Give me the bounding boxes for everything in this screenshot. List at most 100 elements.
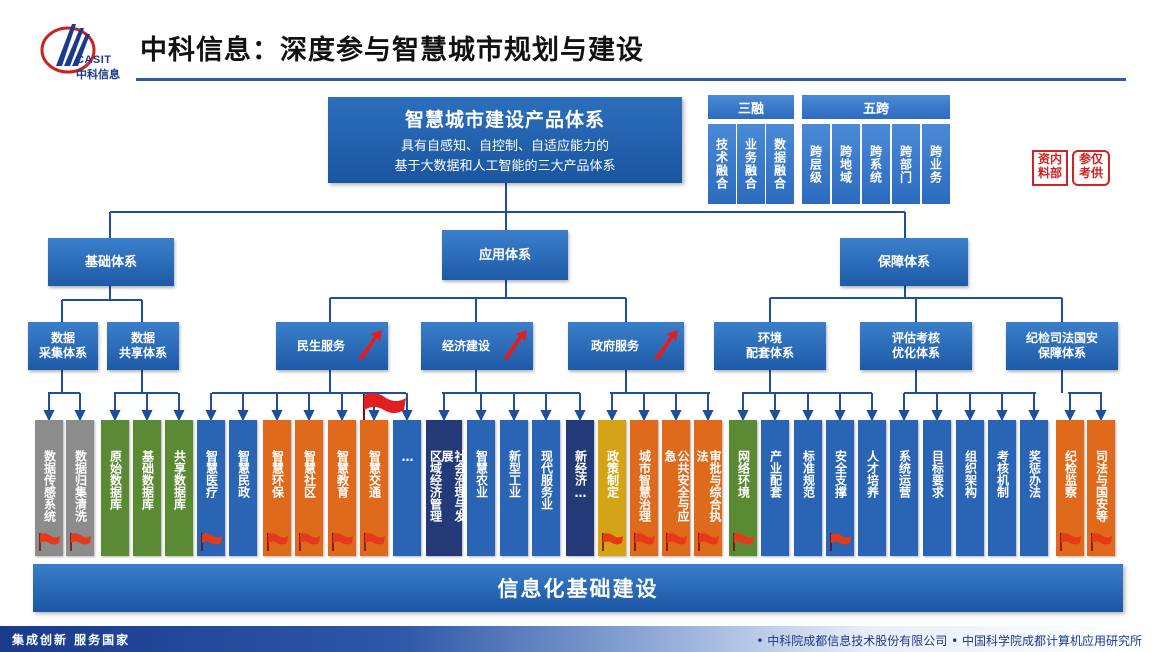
level2-huanjing: 环境 配套体系 [714, 322, 826, 370]
level2-zhengfu: 政府服务 [568, 322, 684, 370]
small-flag-icon [602, 533, 623, 551]
leaf-tile: 纪检监察 [1056, 420, 1084, 556]
stamp: 资内 料部 参仅 考供 [1032, 148, 1112, 188]
arrowhead [802, 410, 814, 422]
leaf-label: 新经济… [573, 450, 588, 500]
footer-bar: 集成创新 服务国家 • 中科院成都信息技术股份有限公司 • 中国科学院成都计算机… [0, 626, 1156, 652]
small-flag-icon [299, 533, 320, 551]
level2-shuju-gongxiang: 数据 共享体系 [107, 322, 179, 370]
leaf-tile: 数据归集清洗 [66, 420, 94, 556]
wukua-label: 五跨 [802, 95, 950, 119]
sanrong-item: 技术融合 [708, 124, 736, 204]
small-flag-icon [39, 533, 60, 551]
leaf-label: 网络环境 [736, 450, 751, 498]
leaf-tile: 智慧社区 [295, 420, 323, 556]
logo-en: CASIT [76, 54, 112, 66]
leaf-tile: 智慧交通 [360, 420, 388, 556]
leaf-label: 纪检监察 [1063, 450, 1078, 498]
arrowhead [401, 410, 413, 422]
leaf-label: 智慧医疗 [204, 450, 219, 498]
leaf-label: 智慧交通 [367, 450, 382, 498]
arrowhead [898, 410, 910, 422]
arrowhead [205, 410, 217, 422]
leaf-label: 智慧农业 [474, 450, 489, 498]
arrowhead [173, 410, 185, 422]
arrowhead [996, 410, 1008, 422]
leaf-label: 系统运营 [897, 450, 912, 498]
small-flag-icon [733, 533, 754, 551]
arrowhead [834, 410, 846, 422]
level2-jingji: 经济建设 [421, 322, 533, 370]
arrowhead [475, 410, 487, 422]
small-flag-icon [698, 533, 719, 551]
leaf-label: 智慧环保 [270, 450, 285, 498]
stamp-char: 仅 [1091, 152, 1104, 166]
leaf-label: 智慧教育 [335, 450, 350, 498]
leaf-label: 区域经济管理 [428, 450, 443, 522]
leaf-tile: 智慧民政 [229, 420, 257, 556]
header-rule [136, 78, 1126, 81]
leaf-tile: 产业配套 [761, 420, 789, 556]
leaf-tile: 考核机制 [988, 420, 1016, 556]
level2-jingji-label: 经济建设 [441, 338, 490, 353]
level1-baozhang: 保障体系 [840, 238, 968, 286]
leaf-tile: 新经济… [566, 420, 594, 556]
arrowhead [438, 410, 450, 422]
leaf-tile: 公共安全与应急 [662, 420, 690, 556]
arrowhead [74, 410, 86, 422]
small-flag-icon [267, 533, 288, 551]
small-flag-icon [830, 533, 851, 551]
leaf-tile: 共享数据库 [165, 420, 193, 556]
small-flag-icon [201, 533, 222, 551]
small-flag-icon [70, 533, 91, 551]
casit-logo-mark [40, 24, 96, 74]
leaf-label: 基础数据库 [140, 450, 155, 510]
leaf-label: 数据传感系统 [42, 450, 57, 522]
leaf-label: 考核机制 [995, 450, 1010, 498]
leaf-tile: 新型工业 [500, 420, 528, 556]
leaf-tile: … [393, 420, 421, 556]
stamp-char: 参 [1078, 152, 1091, 166]
arrowhead [1095, 410, 1107, 422]
level1-yingyong: 应用体系 [442, 230, 568, 280]
wukua-item: 跨地域 [832, 124, 860, 204]
stamp-char: 供 [1091, 166, 1104, 180]
level1-jichu: 基础体系 [48, 238, 174, 286]
sanrong-label: 三融 [708, 95, 794, 119]
arrowhead [769, 410, 781, 422]
stamp-char: 部 [1050, 166, 1063, 180]
leaf-label: 人才培养 [865, 450, 880, 498]
small-flag-icon [364, 533, 385, 551]
leaf-label: 智慧社区 [302, 450, 317, 498]
arrowhead [336, 410, 348, 422]
leaf-tile: 现代服务业 [532, 420, 560, 556]
leaf-label: 组织架构 [963, 450, 978, 498]
footer-company: • 中科院成都信息技术股份有限公司 • 中国科学院成都计算机应用研究所 [756, 634, 1142, 648]
footer-slogan: 集成创新 服务国家 [12, 633, 131, 647]
leaf-label: 奖惩办法 [1027, 450, 1042, 498]
small-flag-icon [666, 533, 687, 551]
leaf-tile: 原始数据库 [101, 420, 129, 556]
arrowhead [702, 410, 714, 422]
leaf-tile: 城市智慧治理 [630, 420, 658, 556]
arrowhead [638, 410, 650, 422]
leaf-label: 司法与国安等 [1094, 450, 1109, 522]
product-system-line1: 具有自感知、自控制、自适应能力的 [400, 139, 609, 154]
arrowhead [964, 410, 976, 422]
leaf-label: 目标要求 [930, 450, 945, 498]
arrowhead [303, 410, 315, 422]
product-system-box: 智慧城市建设产品体系 具有自感知、自控制、自适应能力的 基于大数据和人工智能的三… [328, 97, 682, 183]
leaf-tile: 目标要求 [923, 420, 951, 556]
arrowhead [109, 410, 121, 422]
arrowhead [271, 410, 283, 422]
leaf-tile: 数据传感系统 [35, 420, 63, 556]
wukua-item: 跨业务 [922, 124, 950, 204]
wukua-item: 跨部门 [892, 124, 920, 204]
leaf-tile: 智慧医疗 [197, 420, 225, 556]
leaf-tile: 司法与国安等 [1087, 420, 1115, 556]
level2-shuju-caiji: 数据 采集体系 [28, 322, 98, 370]
arrowhead [368, 410, 380, 422]
level2-jijian: 纪检司法国安 保障体系 [1006, 322, 1118, 370]
arrowhead [737, 410, 749, 422]
